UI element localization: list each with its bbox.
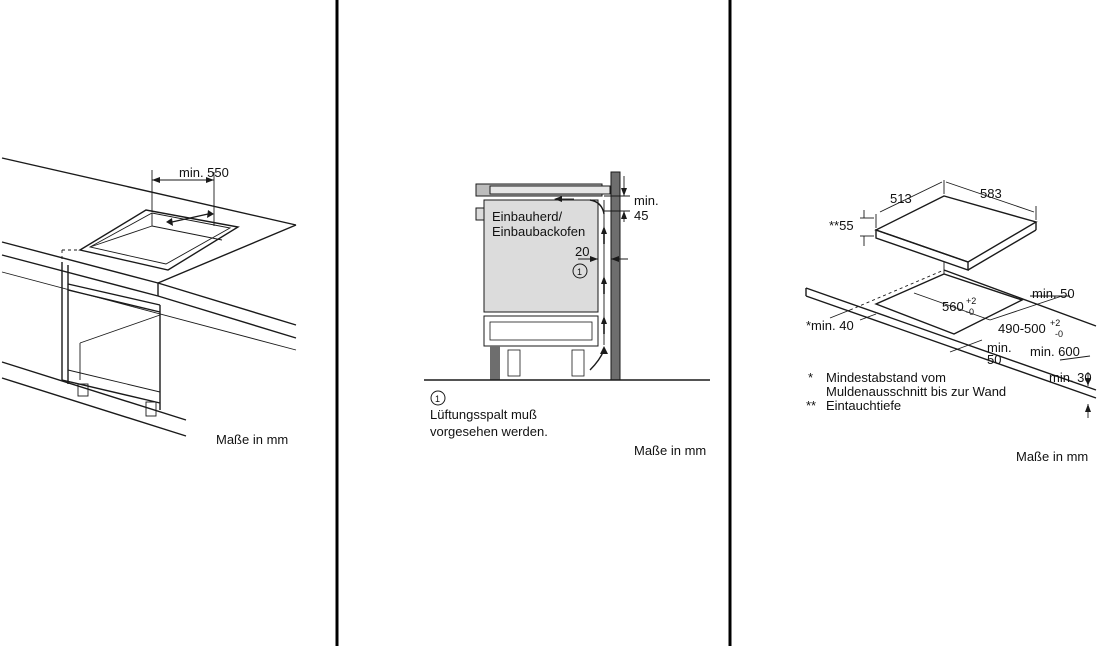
panel3-dim-583: 583	[980, 186, 1002, 201]
panel3-dim-min50-front-b: 50	[987, 352, 1001, 367]
panel1-dim-min550: min. 550	[179, 165, 229, 180]
panel3-dim-min600: min. 600	[1030, 344, 1080, 359]
panel2-legend-line-2: vorgesehen werden.	[430, 424, 548, 439]
panel3-dim-560-tol-plus: +2	[966, 296, 976, 306]
panel3-dim-55: **55	[829, 218, 854, 233]
panel1-worktop-drawing	[1, 157, 297, 437]
panel2-dim-20: 20	[575, 244, 589, 259]
panel3-dim-490-tol-minus: -0	[1055, 329, 1063, 339]
panel3-dimension-drawing	[805, 180, 1097, 418]
panel3-note1-marker: *	[808, 370, 813, 385]
panel2-units-label: Maße in mm	[634, 443, 706, 458]
panel3-dim-560: 560	[942, 299, 964, 314]
panel3-dim-513: 513	[890, 191, 912, 206]
panel3-dim-min50-front-a: min.	[987, 340, 1012, 355]
appliance-box	[483, 199, 599, 313]
panel2-appliance-label-1: Einbauherd/	[492, 209, 562, 224]
panel3-dim-min30: min. 30	[1049, 370, 1092, 385]
panel3-note1-line1: Mindestabstand vom	[826, 370, 946, 385]
panel2-callout-marker: 1	[577, 267, 582, 277]
panel2-dim-min: min.	[634, 193, 659, 208]
panel3-note2-marker: **	[806, 398, 816, 413]
panel2-legend-marker: 1	[435, 394, 440, 404]
panel3-dim-490-500: 490-500	[998, 321, 1046, 336]
panel2-legend-line-1: Lüftungsspalt muß	[430, 407, 537, 422]
panel1-units-label: Maße in mm	[216, 432, 288, 447]
panel3-dim-560-tol-minus: -0	[966, 307, 974, 317]
panel3-dim-min40: *min. 40	[806, 318, 854, 333]
panel3-note2-line1: Eintauchtiefe	[826, 398, 901, 413]
panel2-appliance-label-2: Einbaubackofen	[492, 224, 585, 239]
panel2-section-drawing	[424, 171, 710, 406]
panel3-note1-line2: Muldenausschnitt bis zur Wand	[826, 384, 1006, 399]
panel3-dim-min50-right: min. 50	[1032, 286, 1075, 301]
panel3-dim-490-tol-plus: +2	[1050, 318, 1060, 328]
panel2-dim-45: 45	[634, 208, 648, 223]
panel3-units-label: Maße in mm	[1016, 449, 1088, 464]
